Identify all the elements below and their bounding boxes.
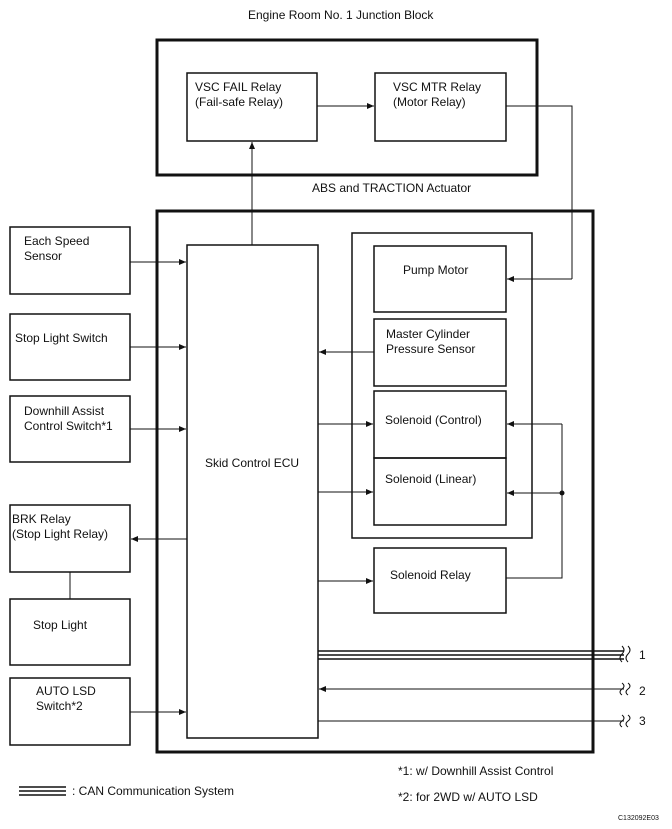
solenoid-relay-box (373, 547, 507, 614)
vsc-fail-relay-label: VSC FAIL Relay (Fail-safe Relay) (195, 80, 284, 109)
page-title: Engine Room No. 1 Junction Block (248, 8, 434, 22)
pump-motor-label: Pump Motor (403, 263, 469, 277)
can-legend-label: : CAN Communication System (72, 784, 235, 798)
actuator-label: ABS and TRACTION Actuator (312, 181, 472, 195)
stop-light-label: Stop Light (33, 618, 88, 632)
connector-3-label: 3 (639, 714, 646, 728)
solenoid-linear-box (373, 457, 507, 526)
can-break-mark (619, 645, 631, 663)
pump-motor-box (373, 245, 507, 313)
connector-2-label: 2 (639, 684, 646, 698)
ecu-label: Skid Control ECU (205, 456, 300, 470)
footnote-2: *2: for 2WD w/ AUTO LSD (398, 790, 538, 804)
stop-light-switch-label: Stop Light Switch (15, 331, 108, 345)
junction-dot (559, 490, 565, 496)
solenoid-relay-label: Solenoid Relay (390, 568, 471, 582)
ecu-box (186, 244, 319, 739)
speed-sensor-label: Each Speed Sensor (24, 234, 90, 263)
vsc-mtr-relay-box (374, 72, 507, 142)
vsc-mtr-relay-label: VSC MTR Relay (Motor Relay) (393, 80, 482, 109)
solenoid-relay-feed (506, 424, 563, 579)
connector-1-label: 1 (639, 648, 646, 662)
solenoid-linear-label: Solenoid (Linear) (385, 472, 477, 486)
footnote-1: *1: w/ Downhill Assist Control (398, 764, 554, 778)
can-bus-lines (318, 650, 624, 660)
brk-relay-label: BRK Relay (Stop Light Relay) (12, 512, 109, 541)
downhill-switch-label: Downhill Assist Control Switch*1 (24, 404, 113, 433)
junction-block-frame (155, 38, 539, 177)
mtr-to-pump-line (506, 105, 573, 279)
actuator-frame (155, 209, 595, 754)
speed-sensor-box (9, 226, 131, 295)
mc-sensor-label: Master Cylinder Pressure Sensor (386, 327, 476, 356)
vsc-fail-relay-box (186, 72, 318, 142)
connector-3-break-mark (619, 714, 631, 728)
auto-lsd-label: AUTO LSD Switch*2 (36, 684, 96, 713)
hydraulic-unit-frame (351, 232, 533, 539)
connector-2-break-mark (619, 682, 631, 696)
can-legend-symbol (19, 786, 66, 796)
figure-code: C132092E03 (618, 815, 659, 822)
solenoid-control-label: Solenoid (Control) (385, 413, 482, 427)
stop-light-switch-box (9, 313, 131, 381)
